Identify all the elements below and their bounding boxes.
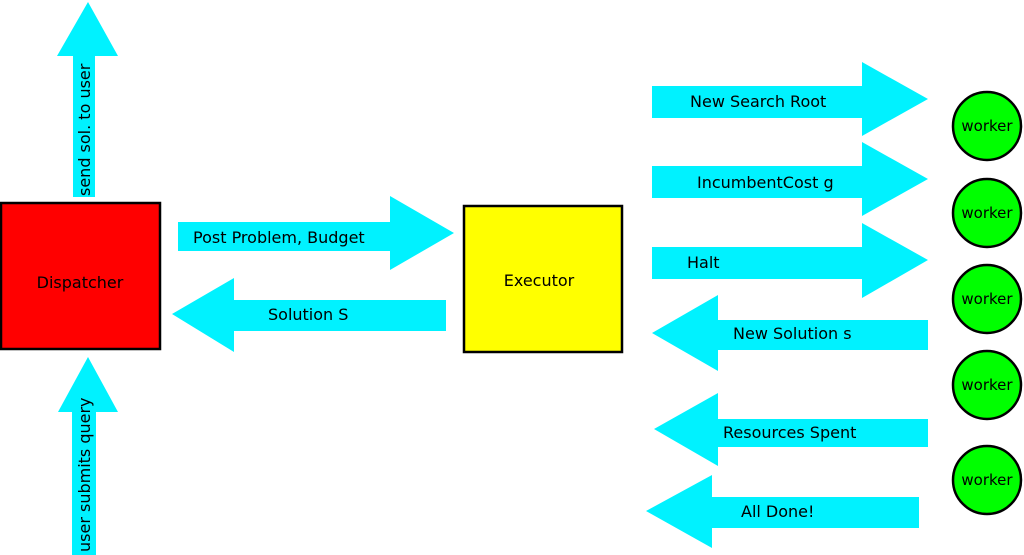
dispatcher-node: Dispatcher (0, 201, 162, 351)
send-solution-label: send sol. to user (75, 63, 94, 196)
executor-label: Executor (504, 271, 575, 290)
user-query-arrow: user submits query (58, 357, 118, 555)
new-search-root-arrow: New Search Root (652, 62, 928, 136)
post-problem-arrow: Post Problem, Budget (178, 196, 454, 270)
worker-node: worker (951, 177, 1023, 249)
resources-spent-label: Resources Spent (723, 423, 856, 442)
all-done-arrow: All Done! (646, 475, 919, 548)
solution-arrow: Solution S (172, 278, 446, 352)
worker-node: worker (951, 90, 1023, 162)
worker-label: worker (961, 204, 1013, 222)
incumbent-cost-label: IncumbentCost g (697, 173, 834, 192)
incumbent-cost-arrow: IncumbentCost g (652, 142, 928, 216)
new-search-root-label: New Search Root (690, 92, 826, 111)
new-solution-arrow: New Solution s (652, 295, 928, 371)
worker-label: worker (961, 376, 1013, 394)
resources-spent-arrow: Resources Spent (654, 393, 928, 466)
worker-node: worker (951, 349, 1023, 421)
user-query-label: user submits query (75, 397, 94, 552)
all-done-label: All Done! (741, 502, 814, 521)
worker-label: worker (961, 117, 1013, 135)
solution-label: Solution S (268, 305, 348, 324)
worker-node: worker (951, 444, 1023, 516)
dispatcher-label: Dispatcher (37, 273, 124, 292)
executor-node: Executor (462, 204, 624, 354)
new-solution-label: New Solution s (733, 324, 852, 343)
worker-node: worker (951, 263, 1023, 335)
worker-label: worker (961, 471, 1013, 489)
halt-arrow: Halt (652, 223, 928, 298)
worker-label: worker (961, 290, 1013, 308)
send-solution-arrow: send sol. to user (57, 2, 118, 197)
post-problem-label: Post Problem, Budget (193, 228, 365, 247)
halt-label: Halt (687, 253, 720, 272)
